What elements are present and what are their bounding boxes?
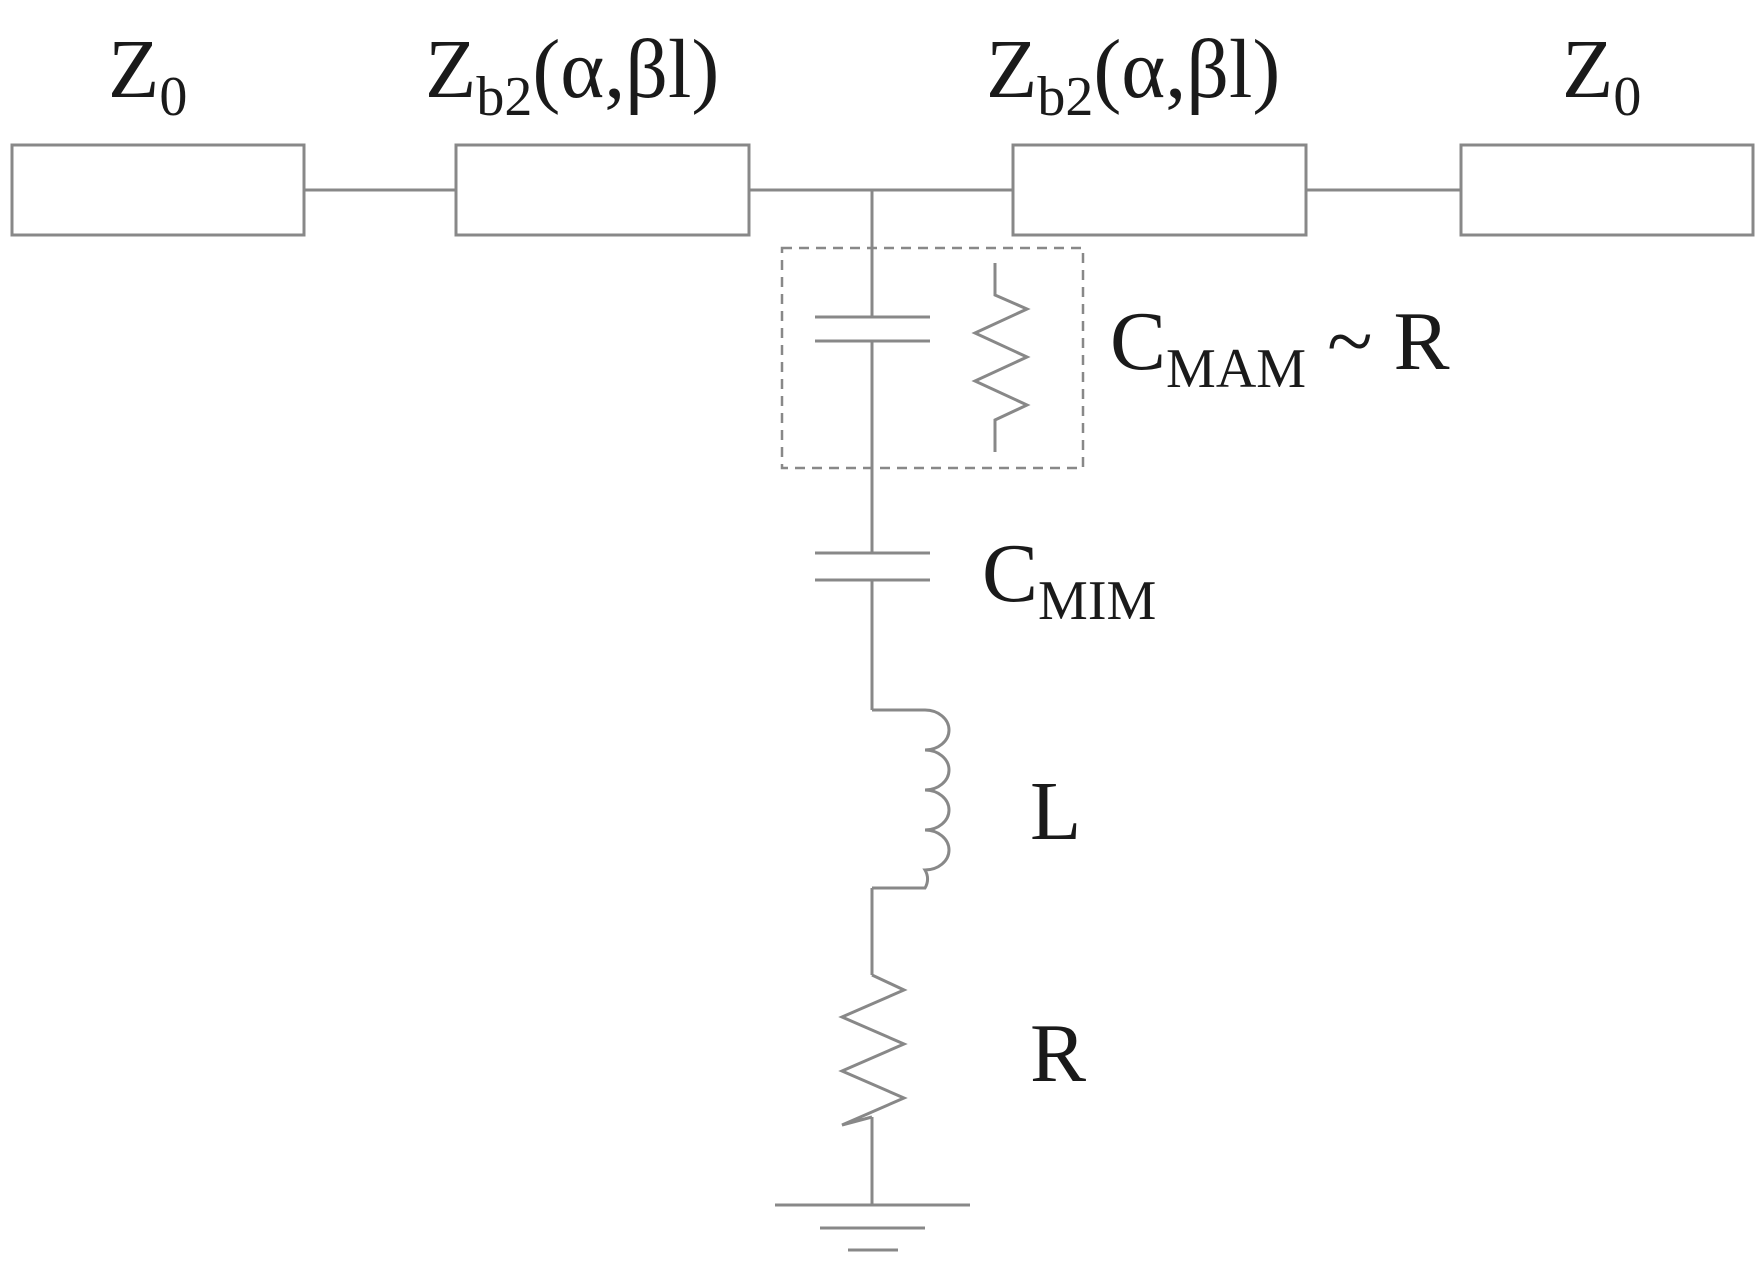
cmim-label-main: C xyxy=(982,527,1039,620)
z0-right-label-sub: 0 xyxy=(1613,66,1642,128)
inductor-label-main: L xyxy=(1030,765,1082,858)
z0-left-label: Z0 xyxy=(108,28,187,126)
cmam-label: CMAM ~ R xyxy=(1110,300,1450,398)
zb2-left-label: Zb2(α,βl) xyxy=(425,28,719,126)
series-resistor xyxy=(838,973,908,1127)
zb2-left-block xyxy=(454,143,751,237)
zb2-left-label-sub: b2 xyxy=(476,66,533,128)
z0-left-label-sub: 0 xyxy=(159,66,188,128)
zb2-left-label-main: Z xyxy=(425,23,477,116)
z0-left-label-main: Z xyxy=(108,23,160,116)
z0-right-label: Z0 xyxy=(1562,28,1641,126)
zb2-left-label-suffix: (α,βl) xyxy=(532,23,720,116)
zb2-right-block xyxy=(1011,143,1308,237)
z0-right-block xyxy=(1459,143,1755,237)
zb2-right-label-main: Z xyxy=(986,23,1038,116)
cmam-label-main: C xyxy=(1110,295,1167,388)
cmam-label-suffix: ~ R xyxy=(1306,295,1450,388)
inductor-label: L xyxy=(1030,770,1081,854)
resistor-label: R xyxy=(1030,1012,1086,1096)
cmim-label-sub: MIM xyxy=(1038,570,1157,632)
zb2-right-label: Zb2(α,βl) xyxy=(986,28,1280,126)
z0-left-block xyxy=(10,143,306,237)
cmam-parallel-resistor xyxy=(971,263,1031,452)
z0-right-label-main: Z xyxy=(1562,23,1614,116)
cmim-label: CMIM xyxy=(982,532,1156,630)
cmam-label-sub: MAM xyxy=(1166,338,1307,400)
resistor-label-main: R xyxy=(1030,1007,1087,1100)
inductor-coil xyxy=(872,708,951,890)
zb2-right-label-sub: b2 xyxy=(1037,66,1094,128)
cmam-dashed-enclosure xyxy=(780,246,1085,470)
zb2-right-label-suffix: (α,βl) xyxy=(1093,23,1281,116)
